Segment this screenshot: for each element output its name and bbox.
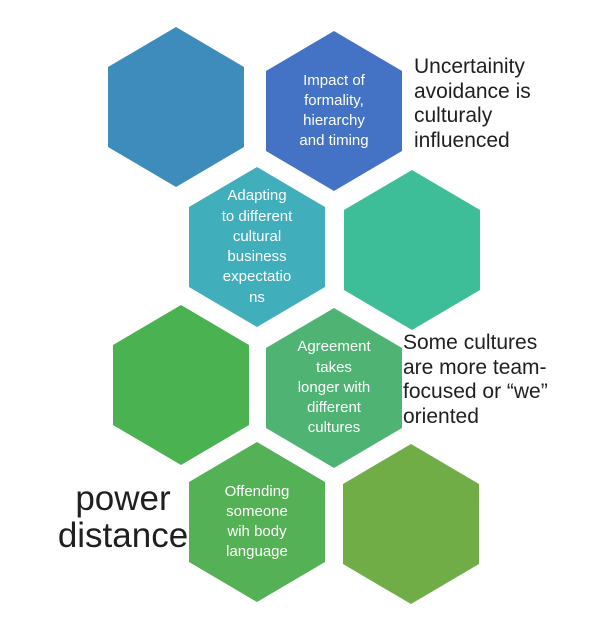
hexagon-label: Offending someone wih body language	[224, 482, 290, 561]
hexagon-top-left-empty	[108, 27, 244, 187]
uncertainty-avoidance-note: Uncertainity avoidance is culturaly infl…	[414, 55, 531, 152]
hexagon-label: Impact of formality, hierarchy and timin…	[299, 71, 369, 150]
hexagon-lower-left-empty	[113, 305, 249, 465]
team-focused-cultures-note: Some cultures are more team- focused or …	[403, 331, 548, 428]
hexagon-adapting-cultural-expectations: Adapting to different cultural business …	[189, 167, 325, 327]
hexagon-label: Agreement takes longer with different cu…	[297, 338, 371, 437]
power-distance-label: power distance	[57, 479, 189, 555]
hexagon-impact-of-formality: Impact of formality, hierarchy and timin…	[266, 31, 402, 191]
hexagon-agreement-takes-longer: Agreement takes longer with different cu…	[266, 308, 402, 468]
hexagon-middle-right-empty	[344, 170, 480, 330]
hexagon-bottom-right-empty	[343, 444, 479, 604]
hexagon-label: Adapting to different cultural business …	[221, 187, 293, 306]
